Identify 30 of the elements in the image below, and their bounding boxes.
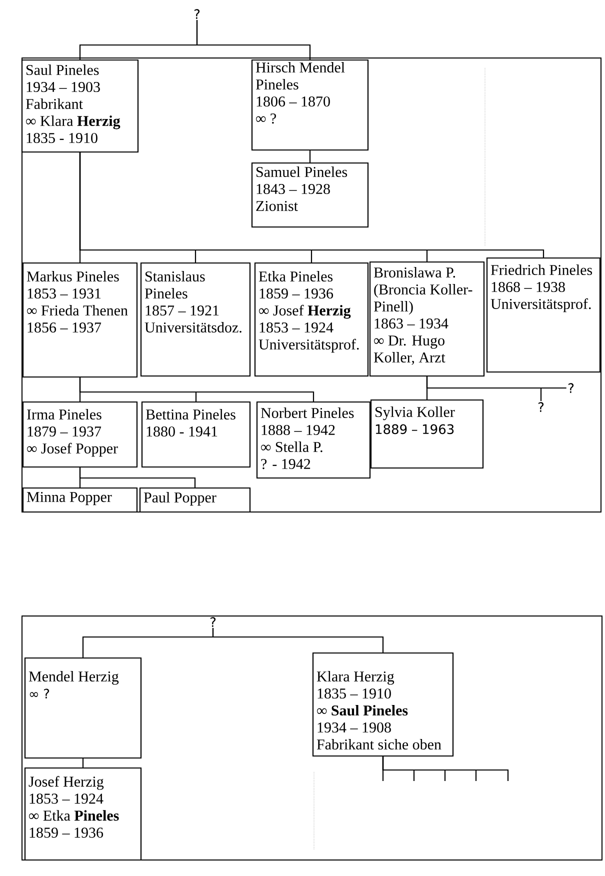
person-box: Bronislawa P. (Broncia Koller-Pinell) 1863 – 1934 ∞ Dr. Hugo Koller, Arzt xyxy=(369,261,485,377)
question-mark: ? xyxy=(568,383,574,393)
person-box: Norbert Pineles 1888 – 1942 ∞ Stella P. ? - 1942 xyxy=(256,401,371,479)
person-box: Mendel Herzig ∞ ? xyxy=(24,657,142,759)
tree-line xyxy=(79,377,314,402)
tree-line xyxy=(212,628,384,653)
tree-line xyxy=(79,152,544,258)
person-box: Bettina Pineles 1880 - 1941 xyxy=(141,401,251,468)
person-box: Etka Pineles 1859 – 1936 ∞ Josef Herzig 1853 – 1924 Universitätsprof. xyxy=(254,262,369,377)
person-box: Minna Popper xyxy=(22,487,138,513)
person-box: Stanislaus Pineles 1857 – 1921 Universitätsdoz. xyxy=(140,262,251,377)
tree-line xyxy=(79,467,196,488)
tree-line xyxy=(82,758,84,768)
question-mark: ? xyxy=(194,9,200,19)
person-box: Samuel Pineles 1843 – 1928 Zionist xyxy=(251,162,369,228)
person-box: Sylvia Koller 1889 – 1963 xyxy=(370,399,484,469)
person-box: Saul Pineles 1934 – 1903 Fabrikant ∞ Klara Herzig 1835 - 1910 xyxy=(21,59,139,153)
question-mark: ? xyxy=(210,617,216,627)
person-box: Klara Herzig 1835 – 1910 ∞ Saul Pineles 1934 – 1908 Fabrikant siche oben xyxy=(312,652,454,757)
tree-line xyxy=(382,756,509,781)
person-box: Markus Pineles 1853 – 1931 ∞ Frieda Thenen 1856 – 1937 xyxy=(22,262,138,378)
person-box: Hirsch Mendel Pineles 1806 – 1870 ∞ ? xyxy=(251,59,369,151)
person-box: Paul Popper xyxy=(139,487,251,513)
person-box: Irma Pineles 1879 – 1937 ∞ Josef Popper xyxy=(22,401,138,468)
person-box: Josef Herzig 1853 – 1924 ∞ Etka Pineles 1859 – 1936 xyxy=(24,767,142,861)
person-box: Friedrich Pineles 1868 – 1938 Universitätsprof. xyxy=(486,257,601,373)
question-mark: ? xyxy=(538,402,544,412)
tree-line xyxy=(309,150,311,163)
tree-line xyxy=(196,20,311,60)
tree-line xyxy=(426,376,542,401)
